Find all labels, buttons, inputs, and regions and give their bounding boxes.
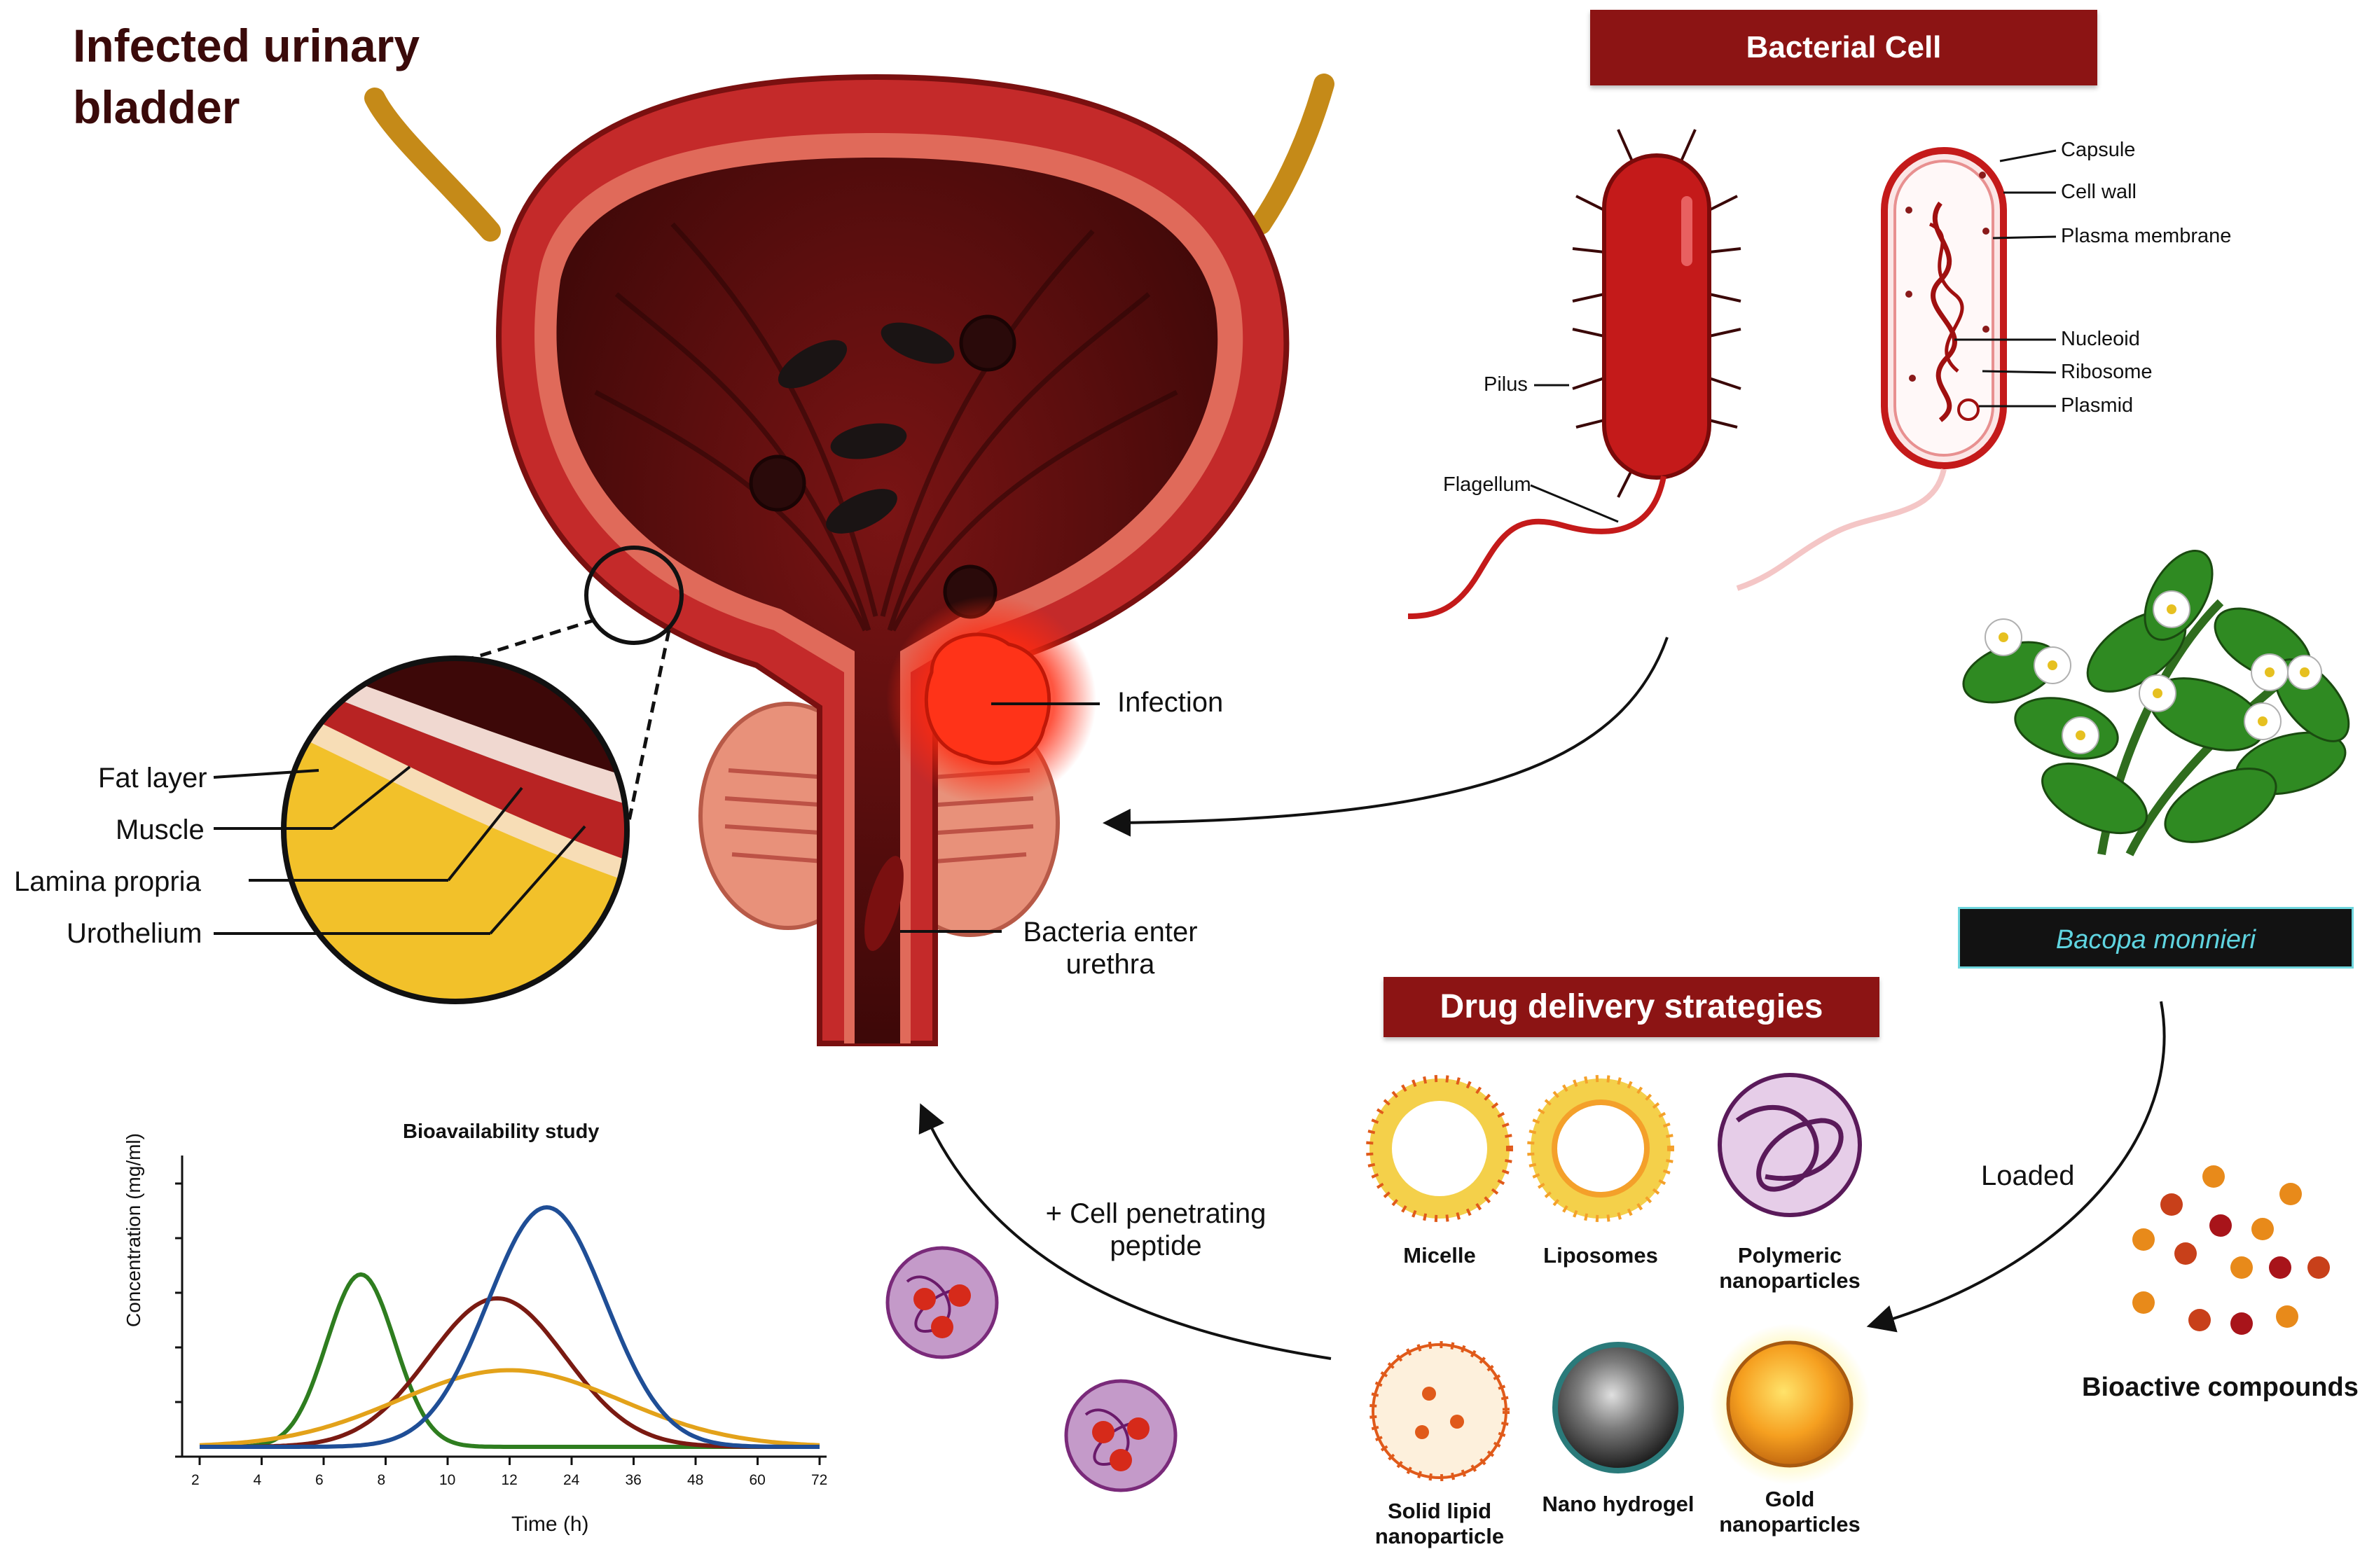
plasmid	[1957, 398, 1980, 421]
bacopa-plant-illustration	[1962, 549, 2350, 856]
label-solid-lipid-line-1: Solid lipid	[1387, 1499, 1492, 1523]
x-tick-label: 12	[501, 1472, 518, 1488]
arrow-delivery-to-bladder	[918, 1103, 1332, 1360]
chart-x-label: Time (h)	[511, 1513, 589, 1536]
bacteria-enter-line-1: Bacteria enter	[1023, 917, 1198, 948]
x-tick-label: 60	[749, 1472, 766, 1488]
urethra-bacterium	[864, 856, 904, 951]
bacterium-cross-section	[1736, 147, 2057, 591]
x-tick-label: 4	[253, 1472, 262, 1488]
label-flagellum: Flagellum	[1443, 473, 1531, 496]
label-plasma-membrane: Plasma membrane	[2061, 225, 2232, 247]
label-polymeric-nanoparticles: Polymeric nanoparticles	[1706, 1243, 1874, 1293]
x-tick-label: 48	[687, 1472, 704, 1488]
x-tick-label: 72	[811, 1472, 828, 1488]
layer-label-lamina-propria: Lamina propria	[14, 866, 201, 897]
bioactive-compounds-label: Bioactive compounds	[2082, 1373, 2359, 1402]
label-pilus: Pilus	[1484, 373, 1528, 396]
label-capsule: Capsule	[2061, 139, 2136, 161]
label-gold-line-2: nanoparticles	[1719, 1511, 1861, 1536]
bacteria-enter-line-2: urethra	[1065, 949, 1155, 980]
chart-series-line-2	[200, 1296, 820, 1449]
x-tick-label: 10	[439, 1472, 456, 1488]
label-nucleoid: Nucleoid	[2061, 328, 2140, 350]
label-solid-lipid-line-2: nanoparticle	[1374, 1523, 1505, 1548]
zoom-source-circle	[584, 546, 684, 645]
label-nano-hydrogel: Nano hydrogel	[1542, 1492, 1695, 1516]
cpp-label-line-1: + Cell penetrating	[1045, 1198, 1267, 1229]
virus-particles	[749, 314, 1016, 619]
liposome-icon	[1527, 1075, 1674, 1222]
bacteria-in-bladder	[778, 322, 955, 534]
label-polymeric-line-1: Polymeric	[1737, 1243, 1842, 1268]
right-ureter	[1250, 74, 1334, 235]
chart-y-label: Concentration (mg/ml)	[123, 1133, 144, 1327]
gold-nanoparticle-icon	[1709, 1324, 1870, 1485]
left-ureter	[364, 88, 501, 242]
bacteria-enter-label: Bacteria enter urethra	[1016, 916, 1205, 980]
bacterium-external-view	[1407, 129, 1741, 619]
label-liposomes: Liposomes	[1543, 1243, 1658, 1268]
infection-label: Infection	[1117, 687, 1224, 718]
plant-name-banner: Bacopa monnieri	[1958, 907, 2354, 969]
page-title: Infected urinary bladder	[73, 20, 420, 133]
infection-mass	[924, 632, 1051, 765]
layer-label-fat: Fat layer	[98, 763, 207, 793]
layer-label-muscle: Muscle	[116, 814, 205, 845]
micelle-icon	[1366, 1075, 1513, 1222]
flow-arrows	[918, 637, 2166, 1360]
solid-lipid-nanoparticle-icon	[1369, 1341, 1510, 1481]
arrow-plant-to-delivery	[1866, 1001, 2166, 1333]
layer-label-urothelium: Urothelium	[67, 918, 202, 949]
label-gold-line-1: Gold	[1765, 1487, 1815, 1511]
wall-layers-zoom	[284, 658, 627, 1001]
label-polymeric-line-2: nanoparticles	[1719, 1268, 1861, 1293]
bacterium-body	[1602, 153, 1711, 480]
x-tick-label: 2	[191, 1472, 200, 1488]
label-ribosome: Ribosome	[2061, 361, 2153, 383]
chart-series-line-4	[200, 1205, 820, 1449]
label-micelle: Micelle	[1403, 1243, 1476, 1268]
label-solid-lipid-nanoparticle: Solid lipid nanoparticle	[1359, 1499, 1520, 1548]
x-tick-label: 8	[377, 1472, 386, 1488]
drug-delivery-banner: Drug delivery strategies	[1383, 977, 1879, 1037]
cpp-label: + Cell penetrating peptide	[1026, 1198, 1285, 1262]
label-cell-wall: Cell wall	[2061, 181, 2137, 203]
chart-series-line-3	[199, 1368, 820, 1448]
arrow-bacteria-to-bladder	[1103, 637, 1669, 837]
cpp-label-line-2: peptide	[1110, 1230, 1202, 1261]
cpp-nanoparticles	[885, 1246, 1178, 1492]
nano-hydrogel-icon	[1552, 1342, 1684, 1473]
label-gold-nanoparticles: Gold nanoparticles	[1709, 1487, 1870, 1536]
bioactive-compound-dots	[2132, 1165, 2330, 1335]
flagellum	[1407, 476, 1666, 619]
label-plasmid: Plasmid	[2061, 394, 2134, 417]
chart-title: Bioavailability study	[403, 1121, 600, 1143]
x-tick-label: 6	[315, 1472, 324, 1488]
polymeric-nanoparticle-icon	[1718, 1073, 1862, 1217]
x-tick-label: 24	[563, 1472, 580, 1488]
bacterial-cell-banner: Bacterial Cell	[1590, 10, 2097, 85]
bioavailability-chart	[175, 1156, 827, 1465]
x-tick-label: 36	[625, 1472, 642, 1488]
bladder-illustration	[213, 74, 1334, 1046]
loaded-label: Loaded	[1981, 1160, 2075, 1191]
